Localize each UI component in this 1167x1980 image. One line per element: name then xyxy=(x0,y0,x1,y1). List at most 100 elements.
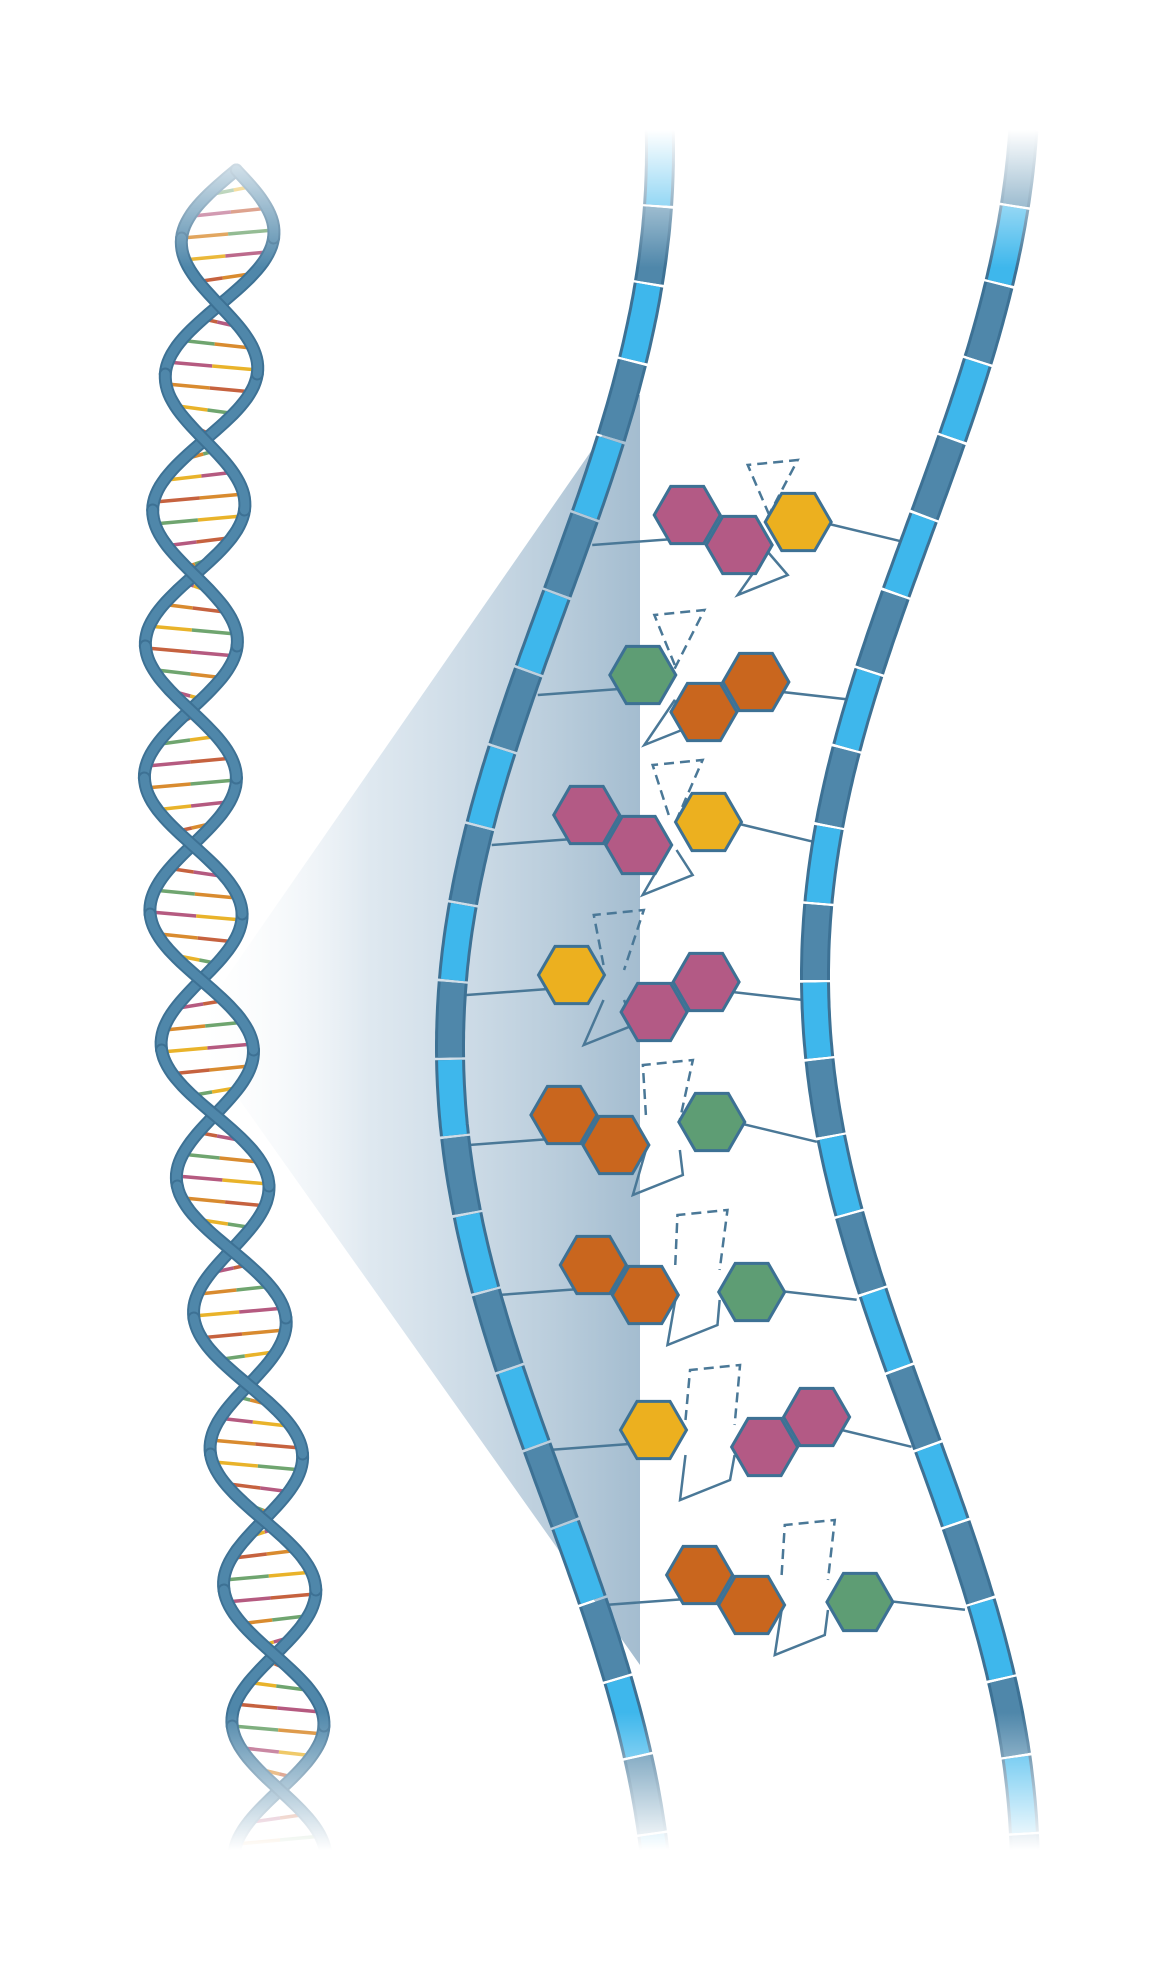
helix-rung xyxy=(278,1728,324,1736)
left-backbone-segment xyxy=(637,206,670,285)
hydrogen-bond xyxy=(592,908,646,971)
nucleotide-bases xyxy=(529,484,895,1636)
hydrogen-bond xyxy=(650,758,705,821)
helix-rung xyxy=(224,1574,269,1582)
helix-rung xyxy=(190,800,228,808)
helix-rung xyxy=(225,250,268,258)
hydrogen-bond xyxy=(641,1058,695,1121)
helix-rung xyxy=(277,1706,321,1714)
base-adenine-ring xyxy=(581,1114,651,1176)
base-thymine-ring xyxy=(716,1261,787,1323)
left-backbone-segment xyxy=(621,282,661,363)
helix-rung xyxy=(209,1064,250,1072)
left-backbone-segment xyxy=(581,1598,629,1681)
right-backbone-segment xyxy=(966,281,1011,364)
base-thymine-ring xyxy=(825,1571,895,1633)
helix-strand-b xyxy=(189,1313,307,1459)
base-thymine-ring xyxy=(677,1091,747,1153)
right-backbone-segment xyxy=(807,1058,843,1138)
helix-rung xyxy=(159,932,198,940)
helix-rung xyxy=(182,232,229,240)
helix-rung xyxy=(243,1746,280,1754)
left-backbone-segment xyxy=(606,1676,650,1758)
right-backbone-segment xyxy=(917,1443,967,1527)
right-backbone-segment xyxy=(1003,129,1036,207)
base-adenine-ring xyxy=(716,1574,787,1636)
right-backbone-segment xyxy=(1012,1834,1037,1880)
left-backbone-segment xyxy=(443,1136,479,1215)
left-backbone-segment xyxy=(574,436,622,520)
helix-rung xyxy=(227,228,275,236)
helix-rung xyxy=(199,492,245,500)
double-helix xyxy=(137,163,333,1877)
helix-rung xyxy=(197,514,243,522)
base-guanine-ring xyxy=(729,1416,800,1478)
left-backbone-segment xyxy=(491,668,540,752)
right-backbone-segment xyxy=(803,982,832,1059)
base-cytosine-ring xyxy=(536,944,607,1006)
helix-strand-a xyxy=(172,1181,291,1323)
right-backbone-segment xyxy=(941,358,989,442)
base-cytosine-ring xyxy=(673,791,744,853)
helix-strand-a xyxy=(145,909,258,1055)
helix-strand-a xyxy=(231,165,279,243)
helix-strand-b xyxy=(148,505,242,651)
base-guanine-ring xyxy=(671,951,741,1013)
bond-outline xyxy=(665,1299,721,1347)
helix-rung xyxy=(183,1196,226,1204)
bond-outline xyxy=(773,1609,830,1657)
helix-rung xyxy=(252,1420,288,1428)
right-backbone-segment xyxy=(884,513,935,597)
helix-rung xyxy=(164,1024,206,1032)
base-adenine-ring xyxy=(664,1544,735,1606)
right-backbone-segment xyxy=(888,1365,939,1450)
base-adenine-ring xyxy=(721,651,791,713)
left-backbone-segment xyxy=(438,981,465,1058)
helix-rung xyxy=(156,668,191,676)
hydrogen-bond xyxy=(780,1518,837,1581)
helix-rung xyxy=(161,1046,208,1054)
enlarged-dna-ladder xyxy=(435,129,1040,1882)
helix-rung xyxy=(166,382,210,390)
helix-strand-b xyxy=(177,165,241,243)
hydrogen-bond xyxy=(684,1363,742,1426)
helix-rung xyxy=(232,1724,279,1732)
left-backbone-segment xyxy=(438,1059,467,1137)
helix-strand-b xyxy=(157,1045,274,1191)
right-backbone-segment xyxy=(944,1521,992,1604)
helix-rung xyxy=(192,210,232,218)
helix-strand-b xyxy=(139,773,247,919)
right-backbone-segment xyxy=(819,1135,861,1216)
left-backbone-segment xyxy=(626,1754,664,1835)
helix-strand-a xyxy=(227,1721,331,1863)
left-backbone-segment xyxy=(468,746,514,829)
helix-rung xyxy=(190,778,237,786)
base-cytosine-ring xyxy=(618,1399,689,1461)
sugar-phosphate-backbones xyxy=(435,129,1040,1882)
helix-rung xyxy=(146,760,191,768)
left-backbone-segment xyxy=(599,359,644,441)
helix-rung xyxy=(237,1838,281,1846)
helix-rung xyxy=(222,1178,269,1186)
helix-rung xyxy=(150,910,197,918)
left-backbone-segment xyxy=(474,1289,521,1372)
helix-strand-b xyxy=(176,233,263,379)
left-backbone-segment xyxy=(440,902,475,982)
left-backbone-segment xyxy=(546,513,596,597)
right-backbone-segment xyxy=(803,904,831,980)
right-backbone-segment xyxy=(806,825,841,904)
helix-rung xyxy=(154,496,200,504)
right-backbone-segment xyxy=(835,668,881,751)
helix-rung xyxy=(219,1156,259,1164)
base-adenine-ring xyxy=(558,1234,629,1296)
base-adenine-ring xyxy=(529,1084,599,1146)
helix-strand-front xyxy=(137,163,333,1877)
helix-rung xyxy=(210,1438,256,1446)
helix-rung xyxy=(214,342,252,350)
helix-rung xyxy=(270,1592,316,1600)
right-backbone-segment xyxy=(861,1288,911,1372)
bond-outline xyxy=(678,1454,736,1502)
helix-rung xyxy=(196,914,243,922)
left-backbone-segment xyxy=(640,1833,670,1881)
right-backbone-segment xyxy=(838,1211,884,1294)
